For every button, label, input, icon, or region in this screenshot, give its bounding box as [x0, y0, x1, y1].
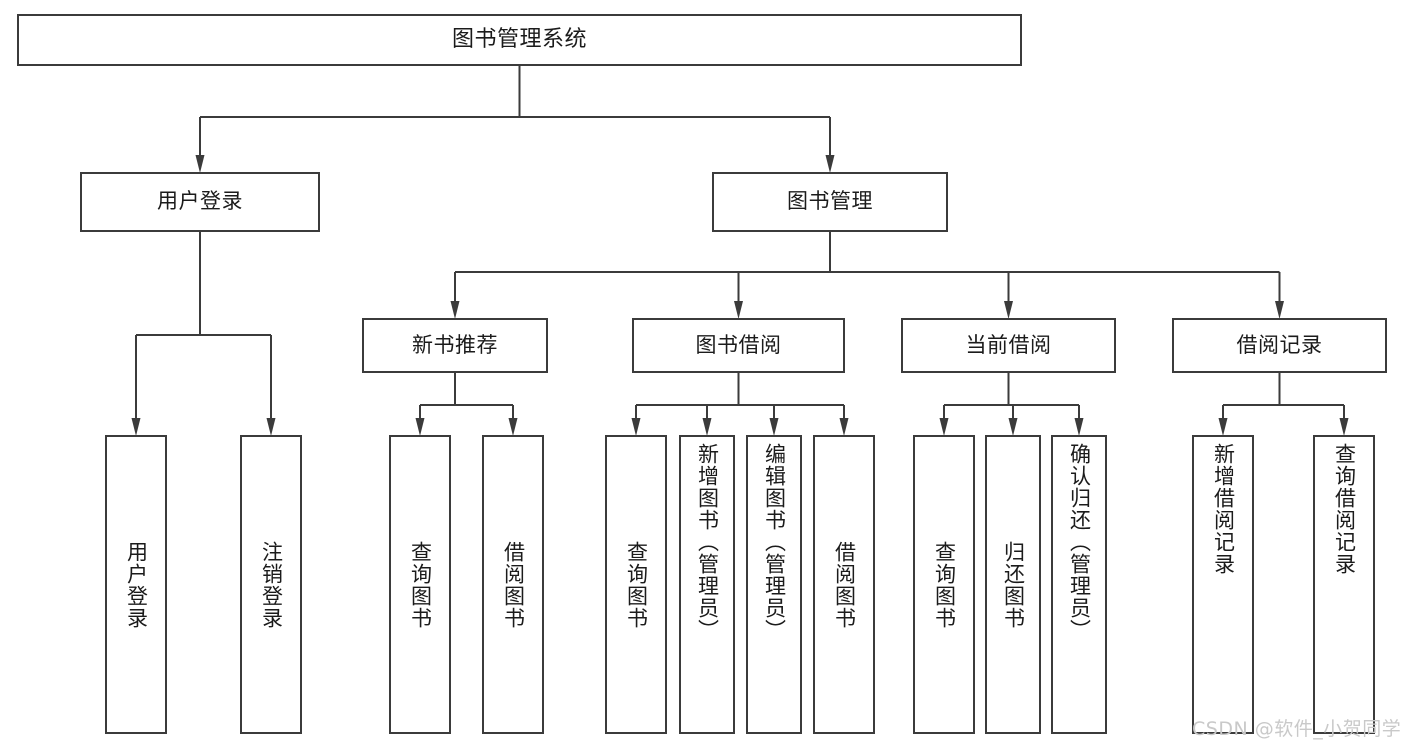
node-l9[interactable]: 查询图书	[913, 435, 975, 734]
arrow-head-l7	[769, 418, 779, 436]
arrow-head-newbooks	[450, 301, 460, 319]
node-l11[interactable]: 确认归还（管理员）	[1051, 435, 1107, 734]
node-label-records: 借阅记录	[1236, 332, 1323, 357]
node-label-l11: 确认归还（管理员）	[1067, 443, 1092, 641]
node-label-l1: 用户登录	[124, 540, 149, 629]
node-current[interactable]: 当前借阅	[901, 318, 1116, 373]
node-label-l8: 借阅图书	[832, 540, 857, 629]
node-label-l3: 查询图书	[408, 540, 433, 629]
arrow-head-l6	[702, 418, 712, 436]
node-l5[interactable]: 查询图书	[605, 435, 667, 734]
arrow-head-l13	[1339, 418, 1349, 436]
node-borrow[interactable]: 图书借阅	[632, 318, 845, 373]
node-label-l5: 查询图书	[624, 540, 649, 629]
node-newbooks[interactable]: 新书推荐	[362, 318, 548, 373]
arrow-head-l12	[1218, 418, 1228, 436]
arrow-head-borrow	[734, 301, 743, 319]
node-l3[interactable]: 查询图书	[389, 435, 451, 734]
node-label-l13: 查询借阅记录	[1332, 443, 1357, 575]
node-l12[interactable]: 新增借阅记录	[1192, 435, 1254, 734]
node-l8[interactable]: 借阅图书	[813, 435, 875, 734]
node-label-root: 图书管理系统	[451, 26, 587, 52]
node-label-bookmgmt: 图书管理	[787, 189, 873, 214]
node-l1[interactable]: 用户登录	[105, 435, 167, 734]
node-l4[interactable]: 借阅图书	[482, 435, 544, 734]
node-label-l9: 查询图书	[932, 540, 957, 629]
node-label-l4: 借阅图书	[501, 540, 526, 629]
arrow-head-l3	[415, 418, 425, 436]
arrow-head-l11	[1074, 418, 1084, 436]
node-label-l2: 注销登录	[259, 540, 284, 629]
arrow-head-l9	[939, 418, 949, 436]
node-bookmgmt[interactable]: 图书管理	[712, 172, 948, 232]
node-l13[interactable]: 查询借阅记录	[1313, 435, 1375, 734]
node-label-l12: 新增借阅记录	[1211, 443, 1236, 575]
node-label-borrow: 图书借阅	[695, 332, 782, 357]
node-label-l10: 归还图书	[1001, 540, 1026, 629]
node-label-current: 当前借阅	[965, 332, 1052, 357]
node-l6[interactable]: 新增图书（管理员）	[679, 435, 735, 734]
arrow-head-records	[1275, 301, 1284, 319]
node-label-l6: 新增图书（管理员）	[695, 443, 720, 641]
arrow-head-l2	[266, 418, 276, 436]
node-label-newbooks: 新书推荐	[412, 332, 498, 357]
arrow-head-l8	[839, 418, 849, 436]
node-label-l7: 编辑图书（管理员）	[762, 443, 787, 641]
arrow-head-current	[1004, 301, 1013, 319]
node-l7[interactable]: 编辑图书（管理员）	[746, 435, 802, 734]
node-label-login: 用户登录	[157, 189, 243, 214]
arrow-head-l10	[1008, 418, 1018, 436]
arrow-head-l5	[631, 418, 641, 436]
node-records[interactable]: 借阅记录	[1172, 318, 1387, 373]
arrow-head-l4	[508, 418, 518, 436]
arrow-head-l1	[131, 418, 141, 436]
node-l2[interactable]: 注销登录	[240, 435, 302, 734]
node-l10[interactable]: 归还图书	[985, 435, 1041, 734]
arrow-head-login	[195, 155, 205, 173]
arrow-head-bookmgmt	[825, 155, 835, 173]
node-login[interactable]: 用户登录	[80, 172, 320, 232]
node-root[interactable]: 图书管理系统	[17, 14, 1022, 66]
